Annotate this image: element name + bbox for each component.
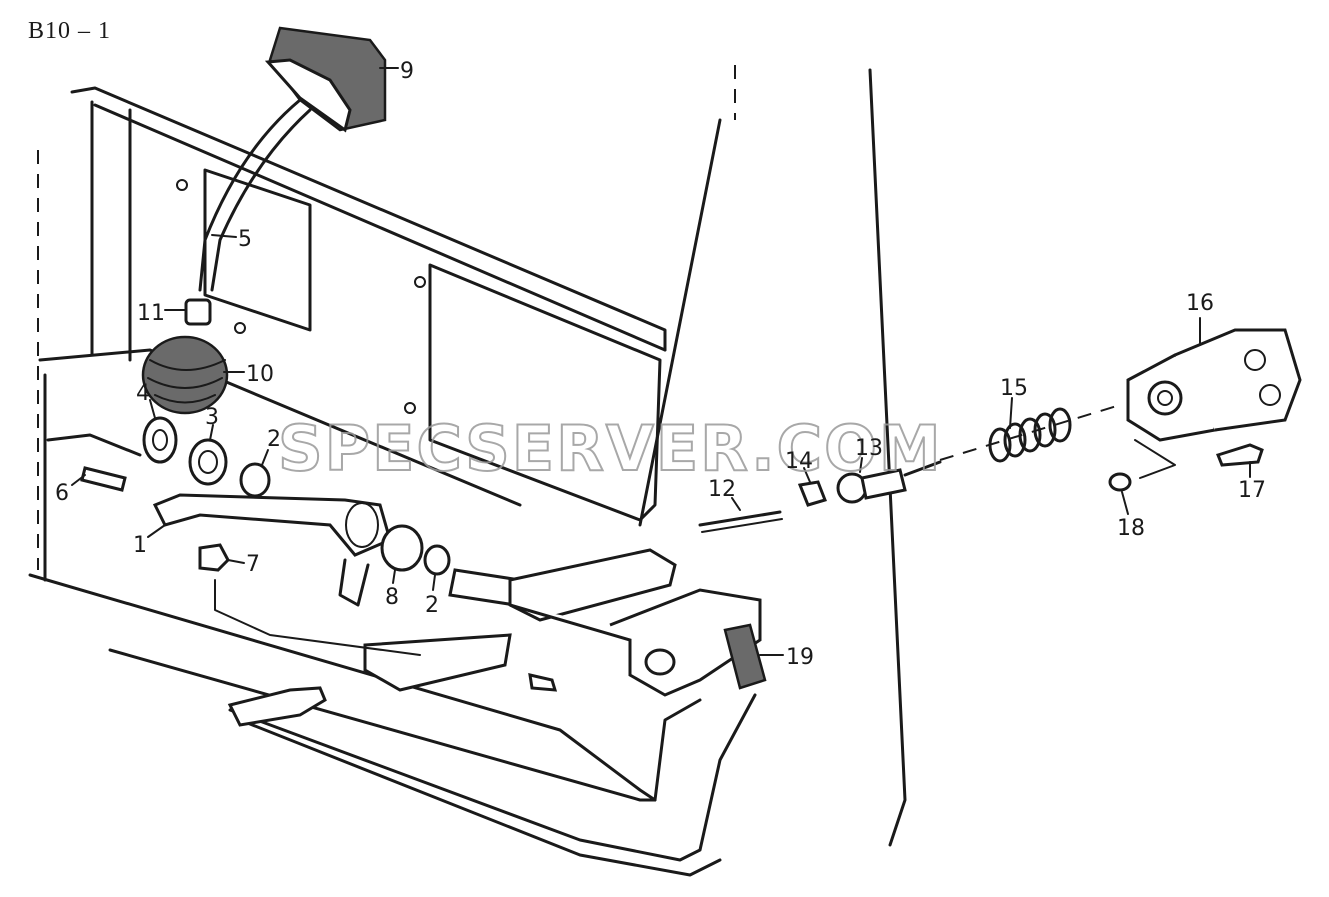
washer [1108, 472, 1132, 492]
hole [234, 322, 246, 334]
callout-15: 15 [1000, 376, 1028, 401]
pillar-right-edge [868, 68, 907, 847]
bottom-rail-inner [238, 718, 722, 877]
small-bolt [528, 673, 558, 692]
seal-ring [142, 416, 178, 464]
lever [152, 493, 392, 557]
lever-clevis [338, 558, 370, 607]
circlip-lower [423, 544, 451, 576]
lever-bushing [380, 524, 424, 572]
lower-panel-cutout [428, 263, 662, 522]
rubber-boot [141, 335, 229, 415]
callout-4: 4 [136, 381, 150, 406]
pushrod-edge [701, 518, 783, 533]
callout-12: 12 [708, 477, 736, 502]
linkage-rod [214, 579, 421, 656]
leader-lines [71, 67, 1251, 656]
locknut [797, 480, 827, 507]
nut [198, 543, 230, 572]
bearing [188, 438, 228, 486]
step-top-edge [38, 348, 522, 507]
pushrod [698, 510, 782, 527]
callout-17: 17 [1238, 478, 1266, 503]
bearing-bore [198, 450, 218, 474]
slot-bracket [46, 433, 142, 457]
valve-axis [939, 404, 1121, 461]
brake-valve-port [1147, 380, 1183, 416]
callout-16: 16 [1186, 291, 1214, 316]
floor-top-edge [70, 86, 667, 352]
lower-connector [227, 686, 327, 727]
callout-8: 8 [385, 585, 399, 610]
mount-bracket-lines [1134, 439, 1176, 479]
spring [988, 407, 1072, 463]
watermark: SPECSERVER.COM [278, 412, 943, 485]
floor-top-edge-inner [93, 103, 667, 352]
valve-piston-stem [903, 460, 942, 477]
callout-9: 9 [400, 59, 414, 84]
brake-valve-boss [1244, 349, 1266, 371]
callout-2-lower: 2 [425, 593, 439, 618]
brake-valve-boss [1259, 384, 1281, 406]
pillar-left-edge [638, 118, 722, 527]
callout-6: 6 [55, 481, 69, 506]
sheet-id: B10 – 1 [28, 18, 112, 44]
valve-bolt [1216, 443, 1264, 467]
callout-13: 13 [855, 436, 883, 461]
bottom-rail-outer [228, 693, 757, 862]
cab-structure [28, 65, 907, 877]
brake-valve-port-inner [1157, 390, 1173, 406]
hole [404, 402, 416, 414]
hole [414, 276, 426, 288]
pedal-pad-face [264, 58, 352, 133]
seal-ring-hole [152, 429, 168, 451]
support-plate [363, 633, 512, 692]
pedal-parts [80, 26, 1302, 727]
callout-11: 11 [137, 301, 165, 326]
bracket-hole [644, 648, 676, 676]
clip [723, 623, 767, 690]
callout-7: 7 [246, 552, 260, 577]
lower-floor-edge [28, 573, 657, 802]
callout-5: 5 [238, 227, 252, 252]
bushing [184, 298, 212, 326]
mount-bracket-body [509, 588, 762, 697]
valve-piston-body [860, 468, 907, 500]
callout-14: 14 [785, 449, 813, 474]
lever-eye [345, 502, 379, 548]
callout-1: 1 [133, 533, 147, 558]
upper-panel-cutout [203, 168, 312, 332]
pedal-arm [198, 98, 302, 292]
pin [80, 466, 127, 492]
callouts: 9 5 11 10 4 3 2 6 1 7 8 2 12 14 13 15 16… [55, 59, 1266, 670]
callout-3: 3 [205, 405, 219, 430]
pedal-arm-inner [210, 108, 312, 292]
circlip-upper [239, 462, 271, 498]
callout-2-upper: 2 [267, 427, 281, 452]
callout-10: 10 [246, 362, 274, 387]
hole [176, 179, 188, 191]
rubber-boot-ribs [147, 359, 226, 404]
callout-18: 18 [1117, 516, 1145, 541]
callout-19: 19 [786, 645, 814, 670]
lower-sill-edge [108, 648, 702, 802]
